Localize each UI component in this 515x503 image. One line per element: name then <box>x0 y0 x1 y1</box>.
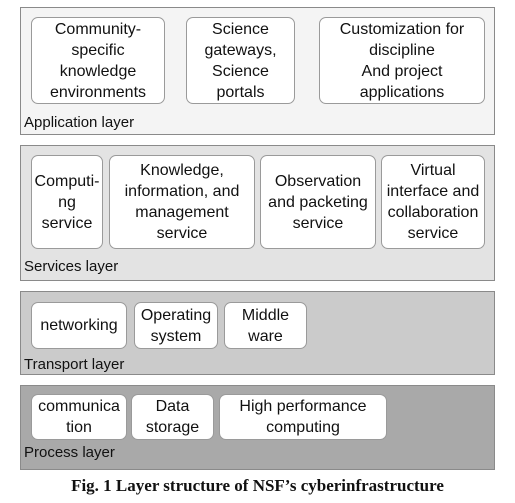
middleware-box: Middle ware <box>224 302 307 349</box>
observation-packeting-box: Observation and packeting service <box>260 155 376 249</box>
community-knowledge-box: Community- specific knowledge environmen… <box>31 17 165 104</box>
high-performance-computing-box: High performance computing <box>219 394 387 440</box>
computing-service-box: Computi- ng service <box>31 155 103 249</box>
application-layer-label: Application layer <box>24 114 135 131</box>
transport-layer-label: Transport layer <box>24 356 125 373</box>
figure-caption: Fig. 1 Layer structure of NSF’s cyberinf… <box>71 476 444 495</box>
science-gateways-box: Science gateways, Science portals <box>186 17 295 104</box>
process-layer: communica tion Data storage High perform… <box>20 385 495 470</box>
knowledge-management-box: Knowledge, information, and management s… <box>109 155 255 249</box>
operating-system-box: Operating system <box>134 302 218 349</box>
process-layer-label: Process layer <box>24 444 115 461</box>
communication-box: communica tion <box>31 394 127 440</box>
data-storage-box: Data storage <box>131 394 214 440</box>
networking-box: networking <box>31 302 127 349</box>
services-layer: Computi- ng service Knowledge, informati… <box>20 145 495 281</box>
application-layer: Community- specific knowledge environmen… <box>20 7 495 135</box>
customization-box: Customization for discipline And project… <box>319 17 485 104</box>
transport-layer: networking Operating system Middle ware … <box>20 291 495 375</box>
virtual-interface-box: Virtual interface and collaboration serv… <box>381 155 485 249</box>
services-layer-label: Services layer <box>24 258 119 275</box>
